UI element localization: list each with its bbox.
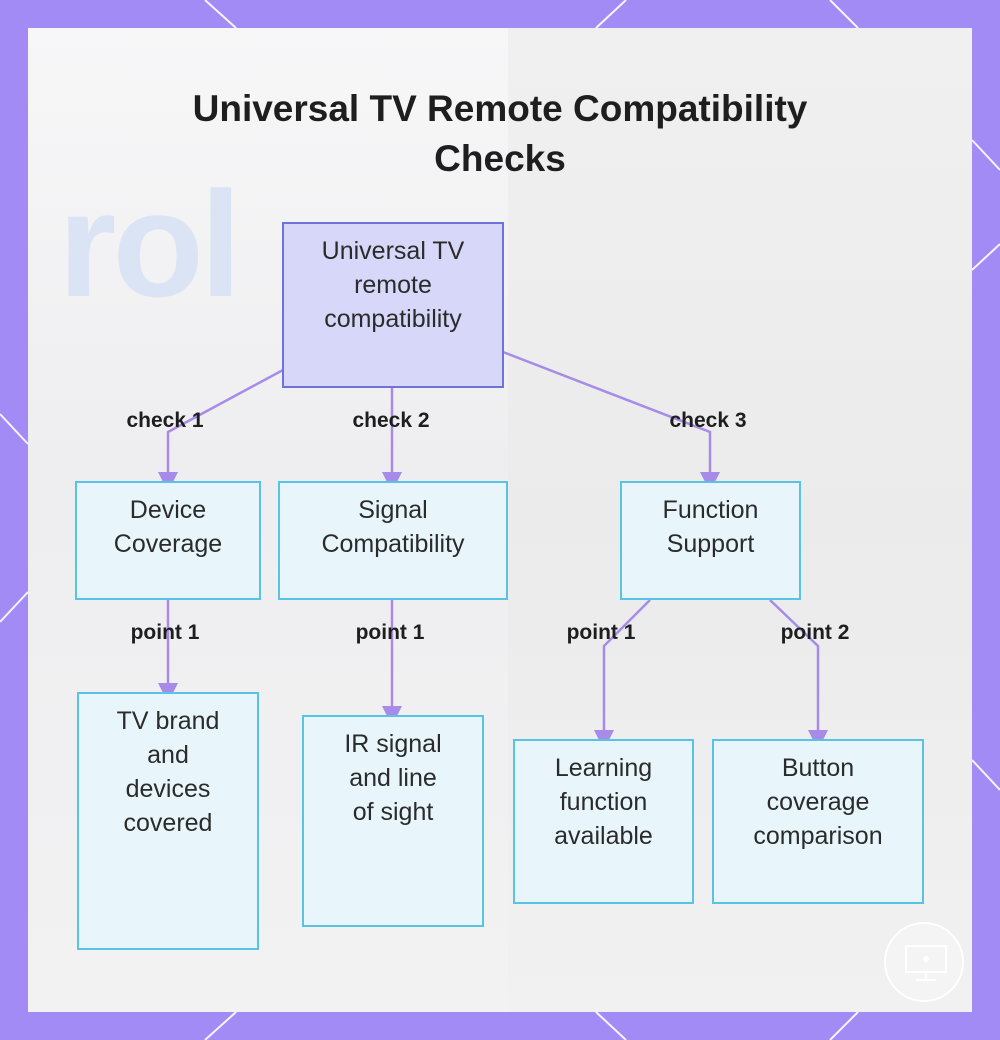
root-node-line: Universal TV xyxy=(321,237,465,265)
check-node-line: Function xyxy=(662,496,759,524)
background-watermark: rol xyxy=(58,160,242,328)
leaf-node-line: function xyxy=(559,788,648,816)
root-node: Universal TV remote compatibility xyxy=(282,222,504,388)
diagram-title: Universal TV Remote Compatibility Checks xyxy=(150,84,850,184)
edge-label-point-1: point 1 xyxy=(355,621,425,644)
leaf-node-line: comparison xyxy=(753,822,883,850)
edge-label-check-3: check 3 xyxy=(669,409,747,432)
tv-logo-icon xyxy=(884,922,964,1002)
root-node-line: compatibility xyxy=(324,305,462,333)
check-node-function-support: Function Support xyxy=(620,481,801,600)
leaf-node-learning-function: Learning function available xyxy=(513,739,694,904)
edge-label-check-2: check 2 xyxy=(352,409,430,432)
root-node-line: remote xyxy=(354,271,432,299)
check-node-signal-compatibility: Signal Compatibility xyxy=(278,481,508,600)
connector-root-check1 xyxy=(158,368,284,492)
leaf-node-line: and line xyxy=(349,764,437,792)
edge-label-point-2: point 2 xyxy=(780,621,850,644)
edge-label-point-1: point 1 xyxy=(566,621,636,644)
connector-check3-point1 xyxy=(594,599,651,750)
check-node-line: Support xyxy=(666,530,755,558)
check-node-line: Signal xyxy=(358,496,428,524)
check-node-device-coverage: Device Coverage xyxy=(75,481,261,600)
leaf-node-line: coverage xyxy=(766,788,870,816)
leaf-node-line: Button xyxy=(781,754,855,782)
leaf-node-line: of sight xyxy=(352,798,434,826)
leaf-node-ir-signal: IR signal and line of sight xyxy=(302,715,484,927)
leaf-node-line: Learning xyxy=(554,754,653,782)
leaf-node-line: TV brand xyxy=(116,707,220,735)
connector-root-check3 xyxy=(502,350,720,492)
title-line-2: Checks xyxy=(434,138,566,179)
connector-check3-point2 xyxy=(769,599,828,750)
leaf-node-line: available xyxy=(554,822,653,850)
check-node-line: Coverage xyxy=(113,530,223,558)
leaf-node-tv-brand-devices: TV brand and devices covered xyxy=(77,692,259,950)
edge-label-point-1: point 1 xyxy=(130,621,200,644)
check-node-line: Device xyxy=(129,496,207,524)
title-line-1: Universal TV Remote Compatibility xyxy=(192,88,808,129)
leaf-node-line: devices xyxy=(125,775,211,803)
edge-label-check-1: check 1 xyxy=(126,409,204,432)
leaf-node-line: IR signal xyxy=(344,730,442,758)
leaf-node-line: and xyxy=(147,741,189,769)
leaf-node-button-coverage: Button coverage comparison xyxy=(712,739,924,904)
check-node-line: Compatibility xyxy=(321,530,465,558)
leaf-node-line: covered xyxy=(123,809,213,837)
